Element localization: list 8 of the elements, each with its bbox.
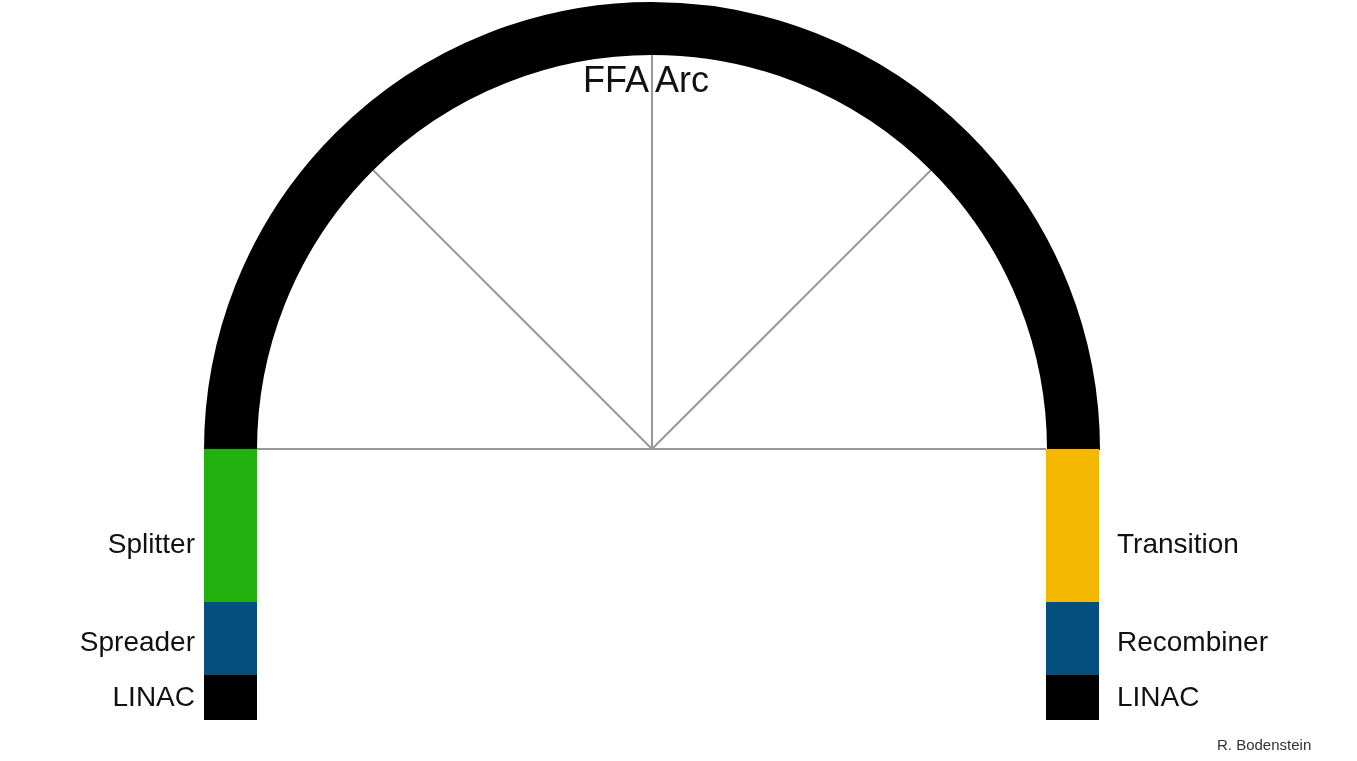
author-credit: R. Bodenstein <box>1217 737 1312 752</box>
section-label: LINAC <box>1117 683 1200 711</box>
section-label: Spreader <box>79 628 195 656</box>
section-label: Splitter <box>107 530 195 558</box>
section-label: LINAC <box>112 683 195 711</box>
section-label: Transition <box>1117 530 1239 558</box>
arc-label: FFA Arc <box>583 62 710 98</box>
section-label: Recombiner <box>1117 628 1268 656</box>
